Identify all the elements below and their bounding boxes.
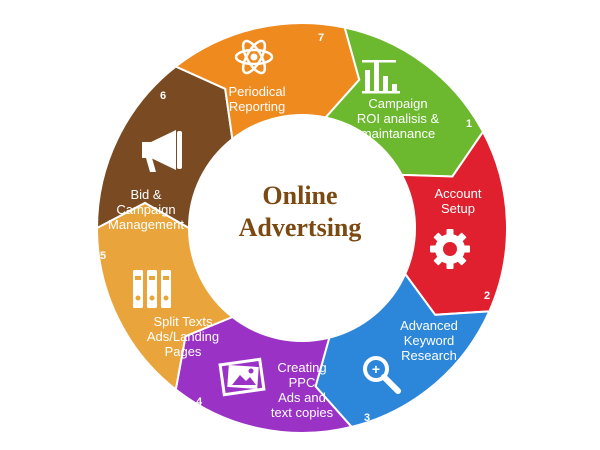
step-1-number: 1 [466, 118, 473, 130]
binders-icon [133, 270, 171, 308]
atom-icon [234, 39, 274, 75]
megaphone-icon [142, 130, 182, 172]
step-2-number: 2 [484, 290, 491, 302]
center-title-line1: Online [262, 181, 338, 210]
svg-text:+: + [372, 361, 380, 377]
step-3-number: 3 [364, 412, 371, 424]
center-title: Online Advertsing [200, 180, 400, 244]
photo-icon [218, 357, 266, 397]
step-4-label: Split Texts Ads/Landing Pages [146, 314, 220, 359]
step-5-number: 5 [100, 250, 107, 262]
step-7-number: 7 [318, 32, 325, 44]
step-2-label: Advanced Keyword Research [400, 318, 458, 363]
magnifier-icon: + [363, 356, 401, 394]
step-6-label: Periodical Reporting [228, 84, 286, 114]
center-circle [193, 119, 411, 337]
center-title-line2: Advertsing [238, 213, 362, 242]
step-1-label: Account Setup [434, 186, 482, 216]
cycle-segment-step-6 [173, 22, 361, 141]
bar-chart-icon [362, 60, 400, 94]
step-6-number: 6 [160, 90, 167, 102]
step-5-label: Bid & Campaign Management [108, 187, 184, 232]
step-3-label: Creating PPC Ads and text copies [270, 360, 334, 420]
gear-icon [430, 229, 470, 269]
step-7-label: Campaign ROI analisis & maintanance [356, 96, 440, 141]
step-4-number: 4 [196, 396, 203, 408]
